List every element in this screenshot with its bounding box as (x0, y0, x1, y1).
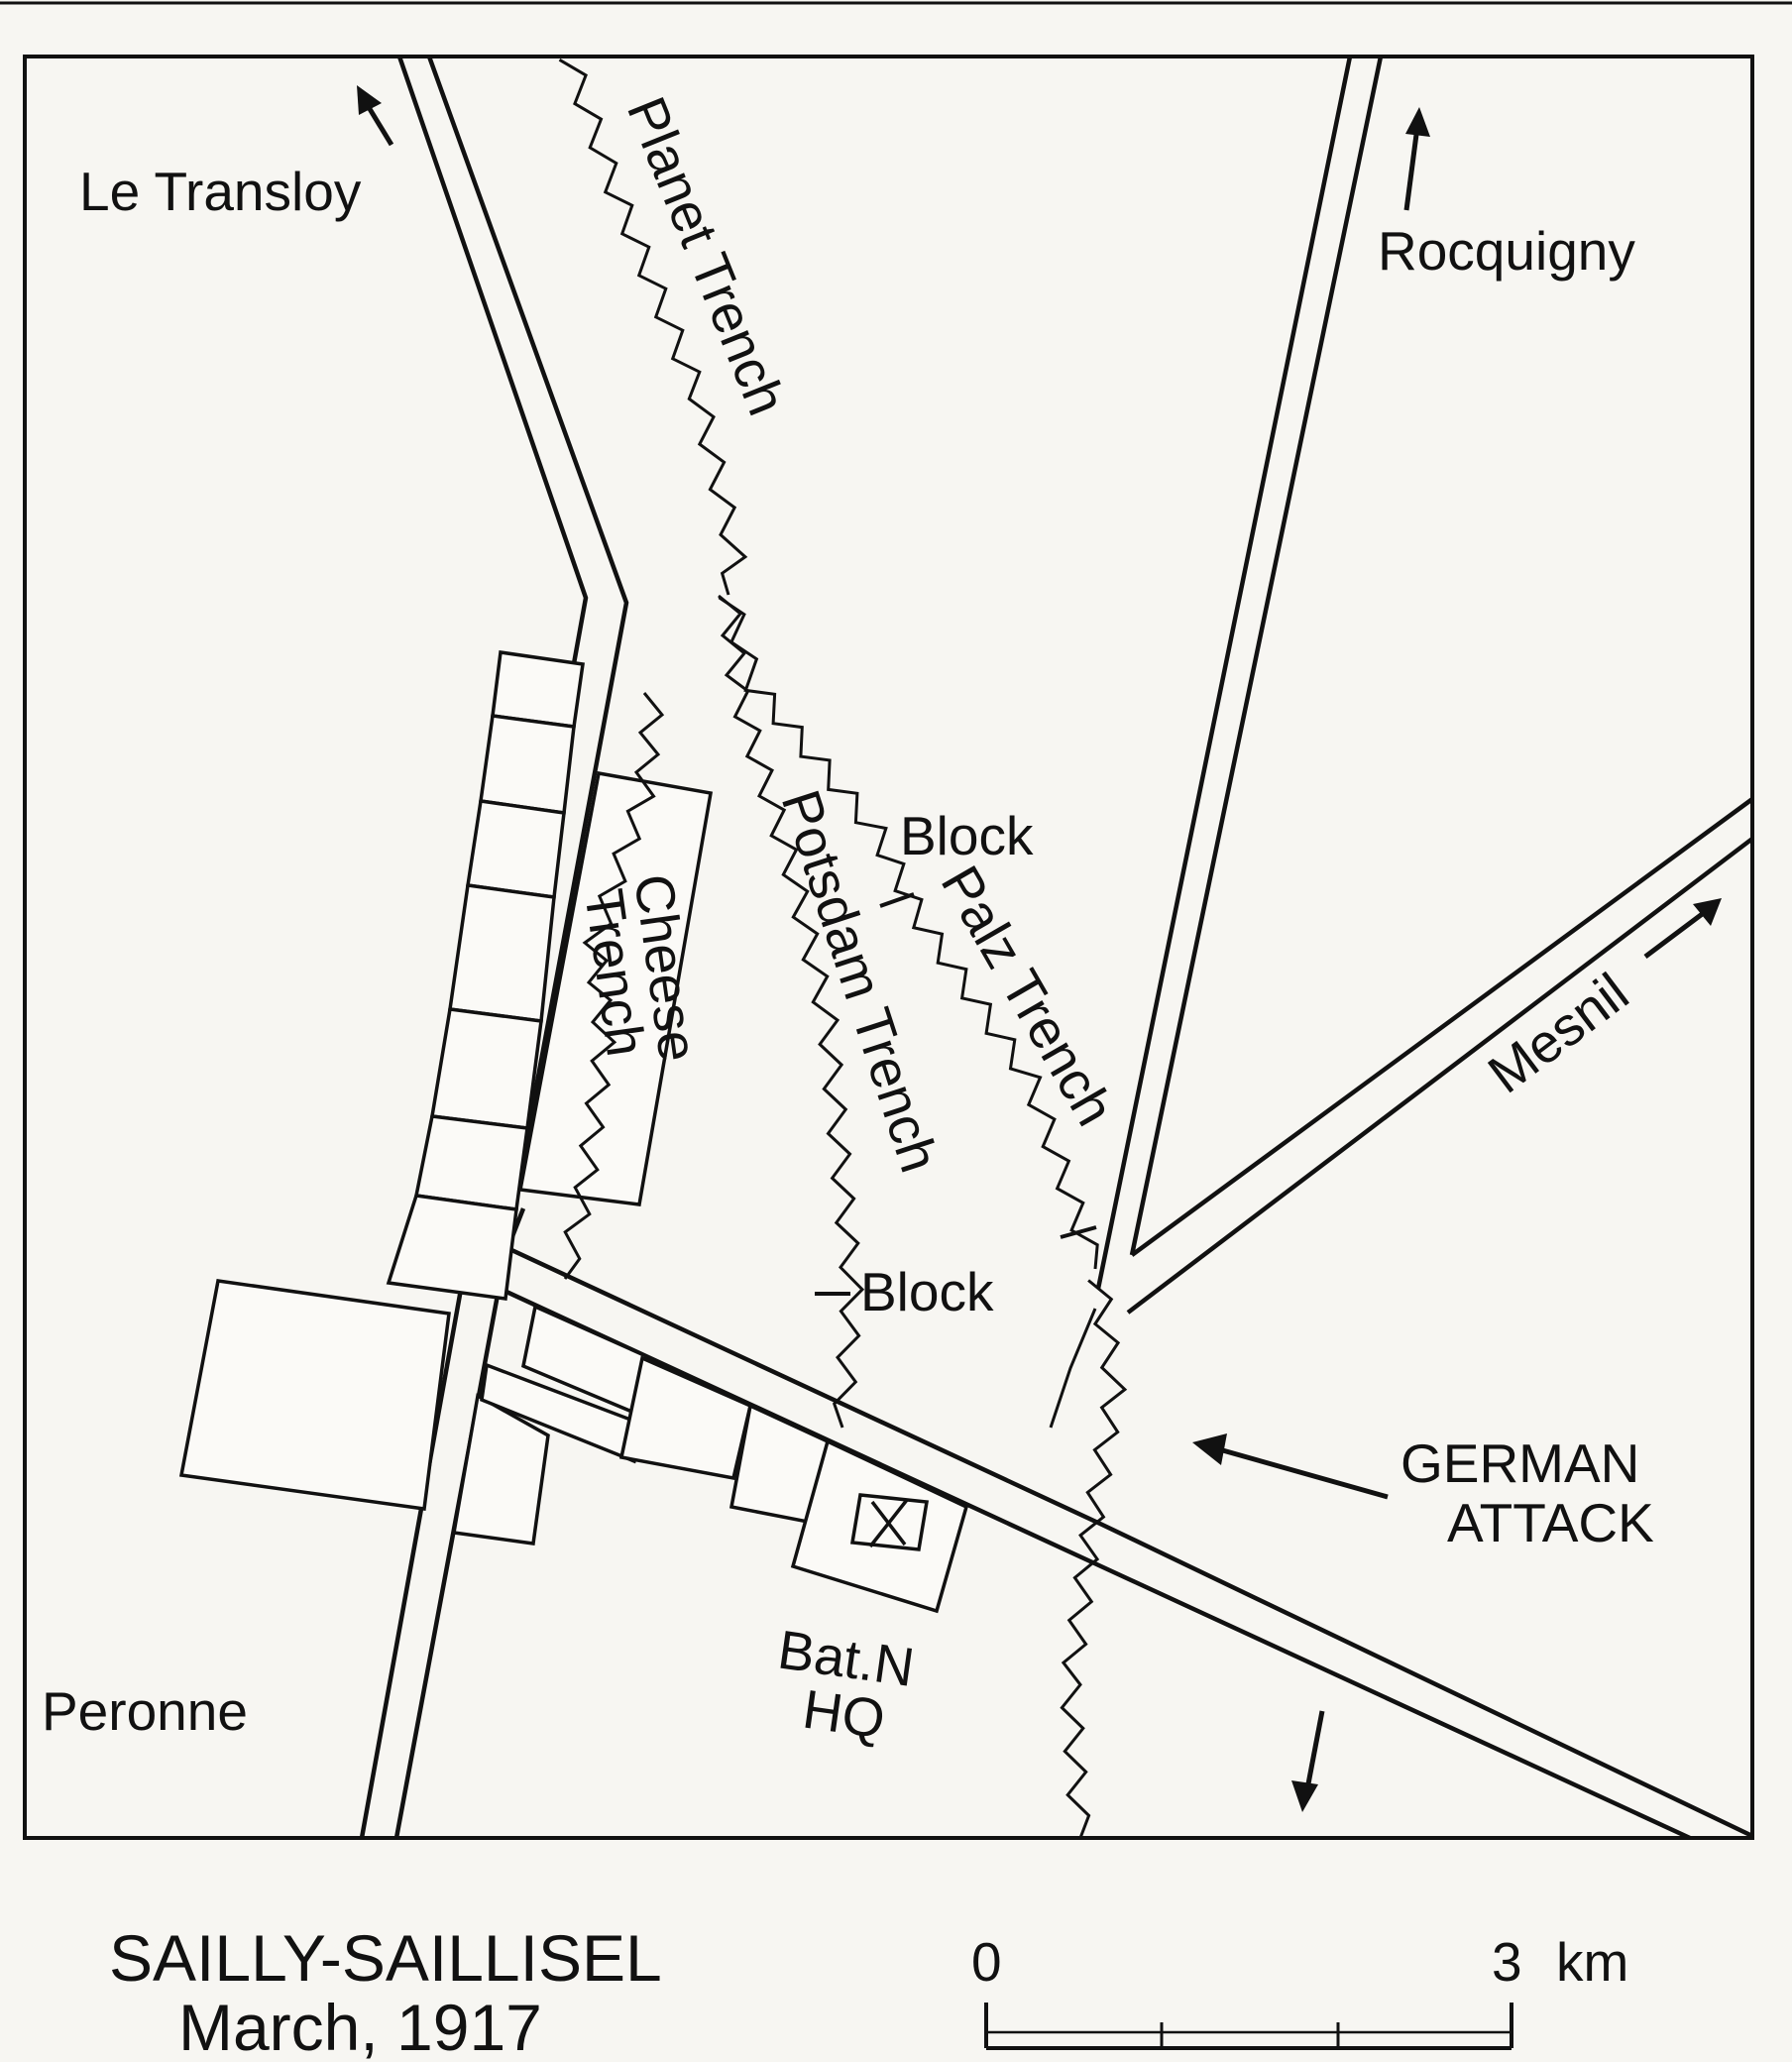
building (466, 799, 566, 899)
potsdam-trench-line (718, 594, 865, 1429)
village-buildings (178, 650, 969, 1614)
label-attack: ATTACK (1447, 1492, 1654, 1553)
label-rocquigny: Rocquigny (1378, 220, 1635, 282)
front-trench-line (1060, 1279, 1128, 1839)
arrow-german-attack (1218, 1446, 1389, 1500)
cheese-trench-enclosure (517, 770, 714, 1206)
road-mesnil-south (1126, 837, 1754, 1315)
arrow-rocquigny-head (1405, 107, 1430, 137)
building (386, 1194, 518, 1301)
trench-connector (1049, 1308, 1097, 1429)
direction-arrows (357, 85, 1722, 1812)
building (451, 1393, 550, 1546)
scale-bar: 0 3 km (971, 1931, 1628, 2050)
building-large (178, 1279, 451, 1511)
label-le-transloy: Le Transloy (79, 161, 362, 222)
caption-date: March, 1917 (178, 1991, 542, 2062)
label-palz-trench: Palz Trench (930, 856, 1127, 1136)
cheese-trench-line (563, 692, 665, 1280)
road-rocquigny-west (1095, 56, 1353, 1290)
planet-trench-line (558, 58, 748, 596)
arrow-le-transloy-head (357, 85, 382, 115)
arrow-peronne (1303, 1710, 1325, 1795)
scale-end-label: 3 (1492, 1931, 1522, 1993)
building (491, 650, 585, 729)
trench-lines (558, 58, 1128, 1839)
scale-start-label: 0 (971, 1931, 1002, 1993)
label-block-lower: Block (860, 1261, 994, 1322)
block-tick-palz (1060, 1225, 1097, 1239)
road-village-south (493, 1283, 1691, 1841)
label-peronne: Peronne (42, 1680, 248, 1742)
label-planet-trench: Planet Trench (616, 88, 799, 423)
block-tick-upper (879, 892, 915, 908)
building (413, 1114, 529, 1211)
map-caption: SAILLY-SAILLISEL March, 1917 (109, 1921, 662, 2062)
arrow-mesnil (1643, 910, 1707, 959)
label-block-upper: Block (900, 805, 1034, 866)
building (479, 714, 576, 815)
arrow-rocquigny (1403, 126, 1420, 211)
road-rocquigny-east (1129, 56, 1384, 1256)
road-mesnil-north (1130, 797, 1754, 1257)
arrow-peronne-head (1291, 1780, 1318, 1812)
label-german: GERMAN (1400, 1432, 1639, 1494)
hq-cross-b (868, 1498, 909, 1548)
building (448, 883, 556, 1023)
caption-title: SAILLY-SAILLISEL (109, 1921, 662, 1995)
arrow-mesnil-head (1693, 898, 1722, 926)
building (618, 1355, 753, 1481)
label-hq: HQ (799, 1677, 888, 1750)
arrow-german-attack-head (1192, 1433, 1227, 1465)
palz-trench-line (718, 596, 1099, 1270)
scale-unit-label: km (1556, 1931, 1628, 1993)
map-frame (23, 55, 1754, 1840)
building (429, 1007, 543, 1130)
road-village-north (506, 1245, 1753, 1839)
